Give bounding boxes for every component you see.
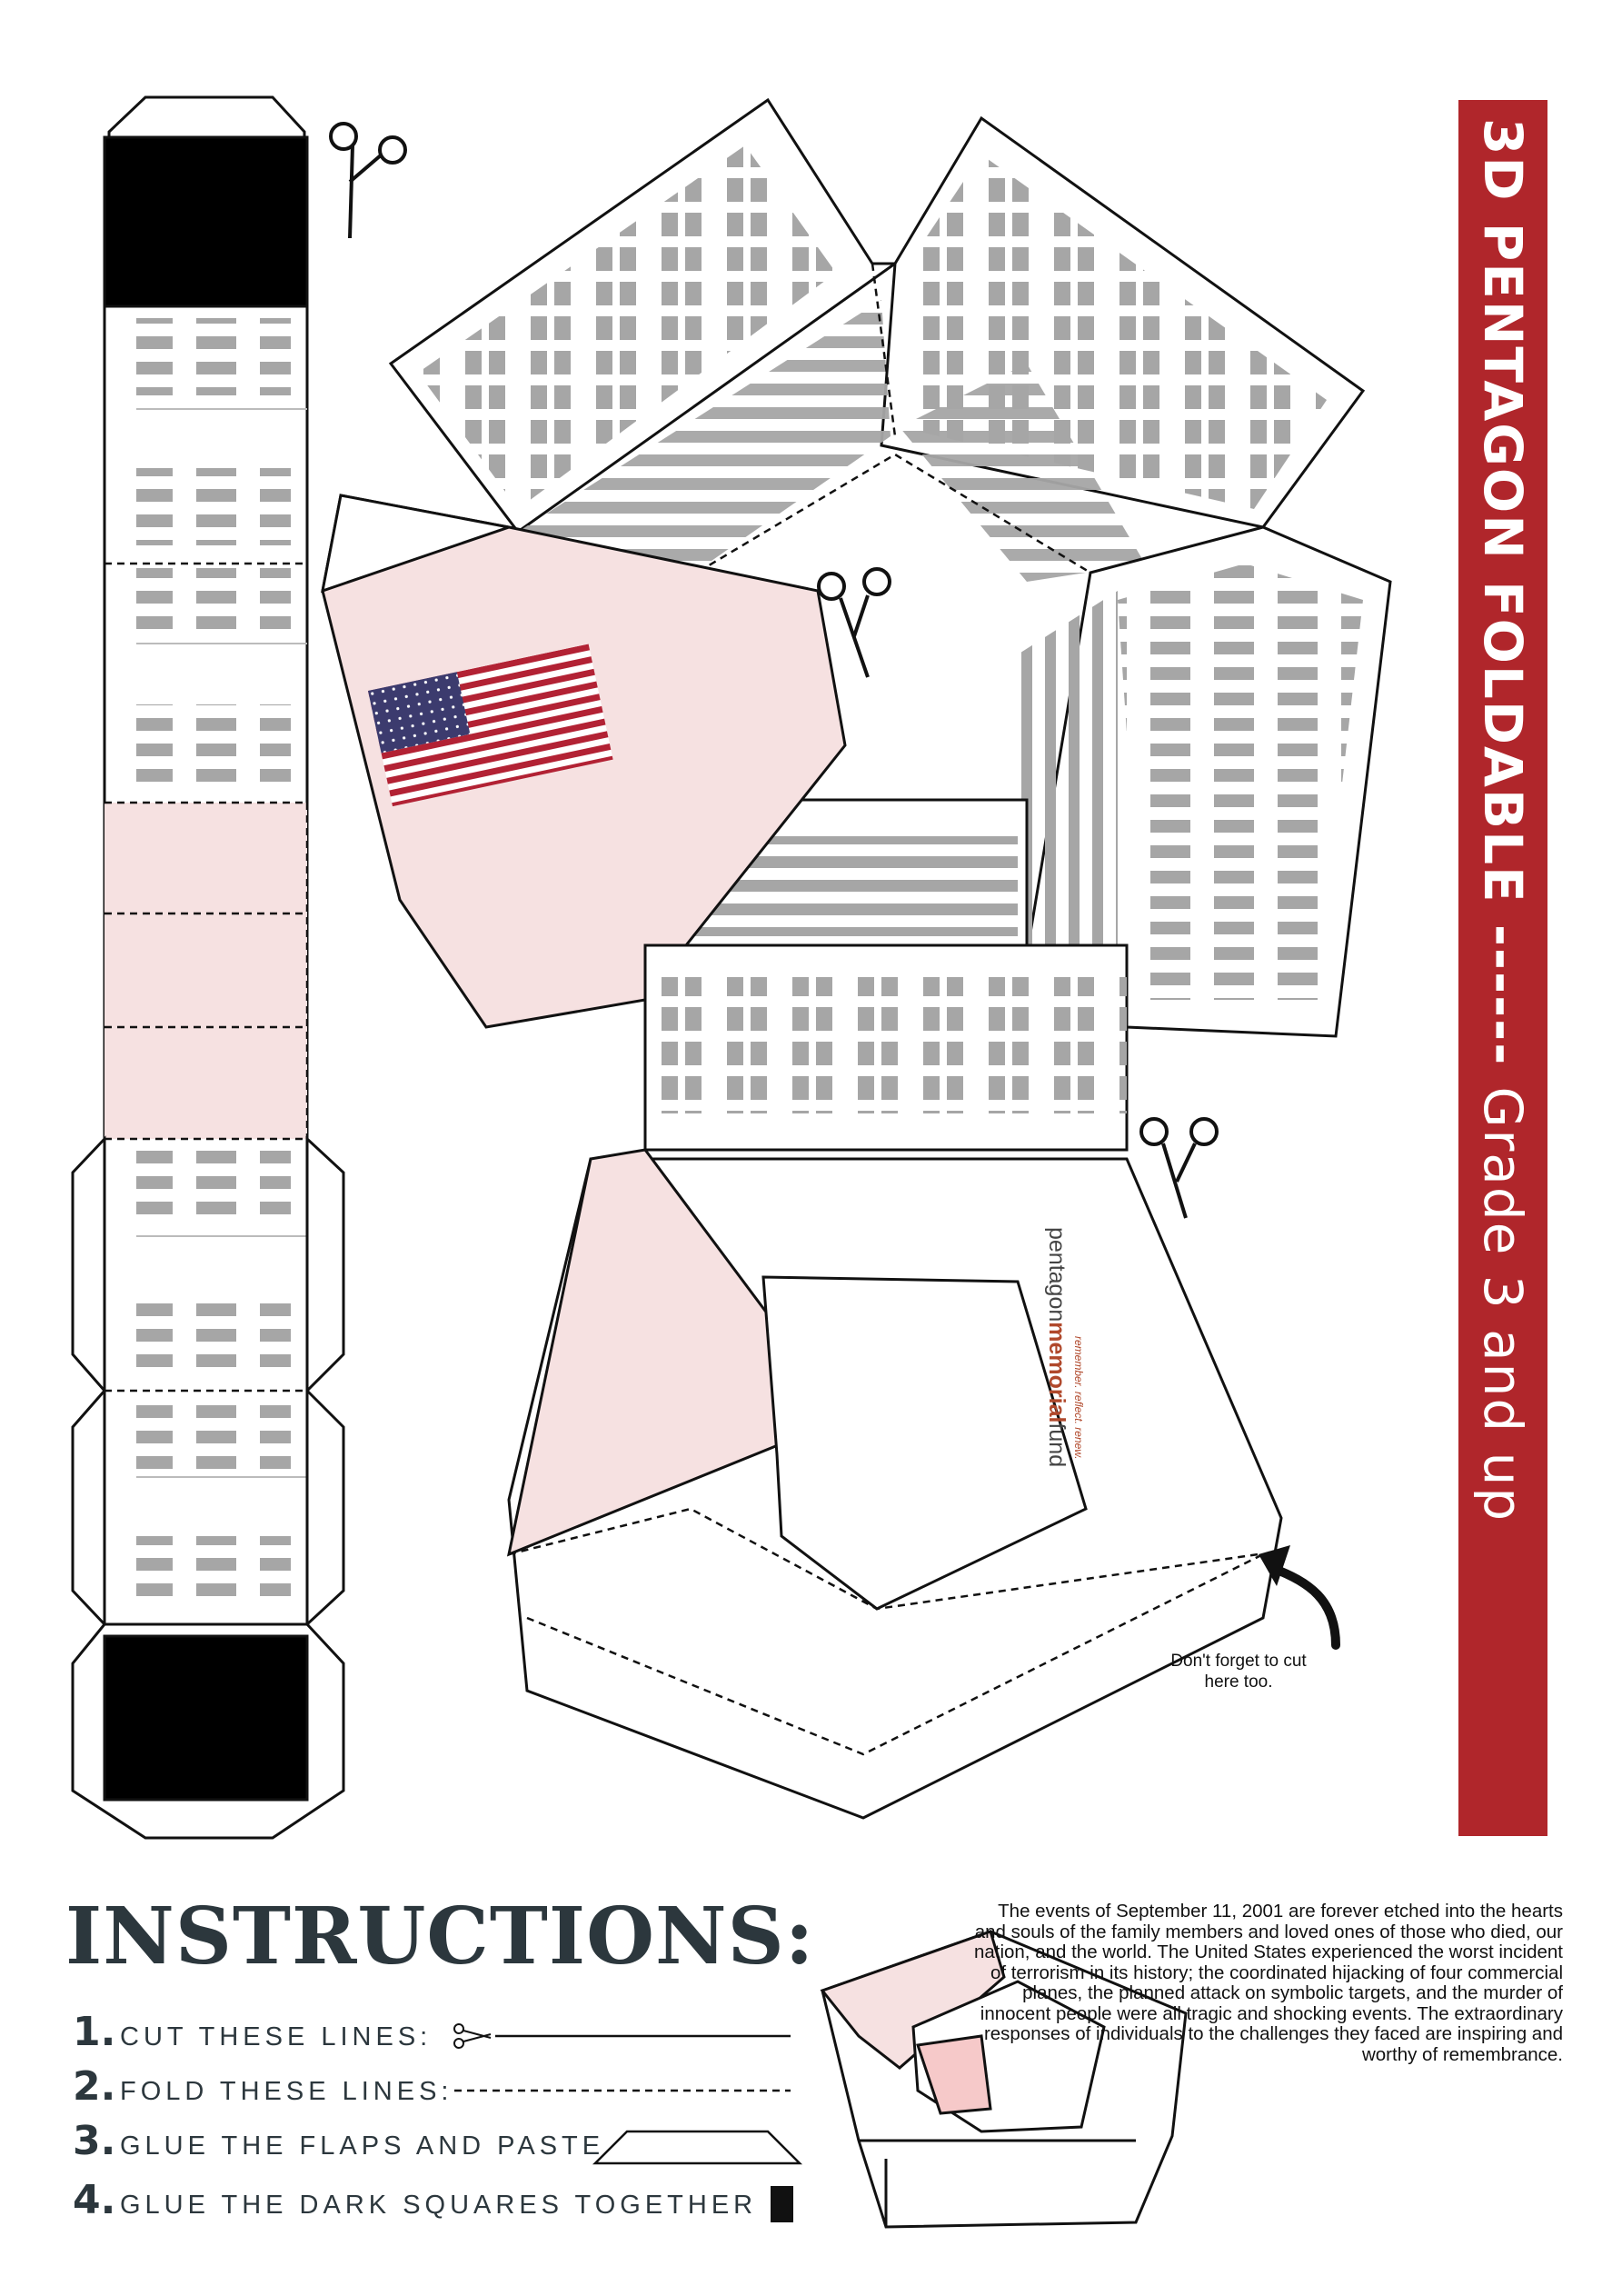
banner-title-grade: Grade 3 and up (1472, 1086, 1534, 1523)
banner-title-main: 3D PENTAGON FOLDABLE (1472, 118, 1534, 904)
scissors-icon (1139, 1117, 1219, 1219)
logo-wordmark: pentagonmemorialfund (1044, 1227, 1070, 1468)
cut-reminder-note: Don't forget to cut here too. (1170, 1652, 1307, 1692)
wall-strip (71, 95, 345, 1840)
instruction-step-2: 2. FOLD THESE LINES: (73, 2063, 453, 2110)
banner-title-dashes: ------ (1472, 903, 1534, 1087)
instruction-step-4: 4. GLUE THE DARK SQUARES TOGETHER (73, 2177, 758, 2223)
instruction-step-3: 3. GLUE THE FLAPS AND PASTE (73, 2118, 605, 2164)
scissors-icon (329, 122, 407, 239)
arrow-icon (1259, 1545, 1340, 1650)
scissors-small-icon (453, 2023, 492, 2049)
base-net (506, 1148, 1283, 1820)
dark-square-bottom (103, 1634, 309, 1802)
memorial-paragraph: The events of September 11, 2001 are for… (973, 1901, 1563, 2065)
instructions-heading: INSTRUCTIONS: (65, 1891, 815, 1982)
roof-net (388, 97, 1392, 1152)
flap-sample (592, 2130, 803, 2165)
pentagon-memorial-fund-logo: pentagonmemorialfund remember. reflect. … (1036, 1227, 1145, 1536)
scissors-icon (817, 567, 891, 678)
pink-section (104, 803, 307, 1139)
pentagon-preview (820, 1930, 1188, 2229)
dark-square-top (103, 135, 309, 308)
banner-title: 3D PENTAGON FOLDABLE ------ Grade 3 and … (1472, 118, 1534, 1522)
logo-tagline: remember. reflect. renew. (1072, 1336, 1085, 1460)
dark-square-sample (771, 2186, 793, 2222)
us-flag (368, 644, 613, 807)
title-banner (1458, 100, 1547, 1836)
instruction-step-1: 1. CUT THESE LINES: (73, 2009, 433, 2055)
